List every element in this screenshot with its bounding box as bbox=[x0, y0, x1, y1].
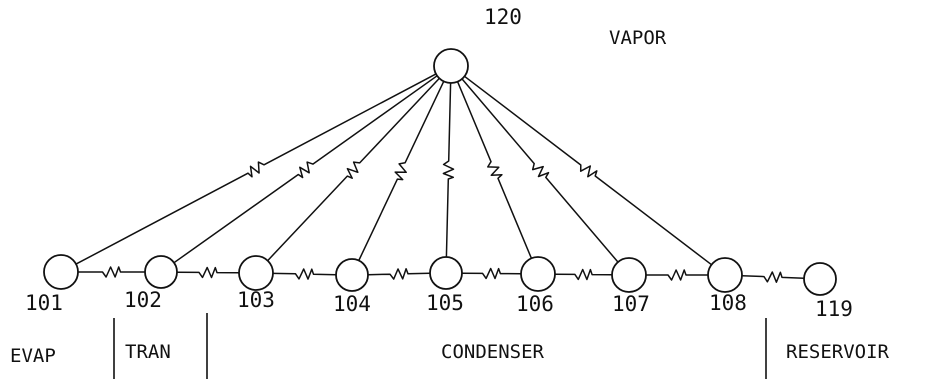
node-label-104: 104 bbox=[333, 292, 371, 316]
node-103 bbox=[238, 255, 274, 291]
node-label-103: 103 bbox=[237, 288, 275, 312]
resistor-links bbox=[75, 73, 805, 283]
vapor-node-label: 120 bbox=[484, 5, 522, 29]
nodes bbox=[43, 48, 837, 296]
node-label-108: 108 bbox=[709, 291, 747, 315]
resistor-link-v-n4 bbox=[358, 81, 445, 261]
vapor-label: VAPOR bbox=[609, 27, 667, 49]
resistor-link-v-n2 bbox=[173, 75, 438, 264]
node-label-101: 101 bbox=[25, 291, 63, 315]
section-label-tran: TRAN bbox=[125, 341, 171, 363]
node-107 bbox=[611, 257, 647, 293]
node-label-107: 107 bbox=[612, 292, 650, 316]
node-label-119: 119 bbox=[815, 297, 853, 321]
resistor-link-v-n3 bbox=[267, 77, 440, 262]
section-label-evap: EVAP bbox=[10, 345, 56, 367]
node-104 bbox=[335, 258, 369, 292]
resistor-link-v-n7 bbox=[461, 78, 619, 263]
node-101 bbox=[43, 254, 79, 290]
section-label-condenser: CONDENSER bbox=[441, 341, 545, 363]
resistor-link-v-n8 bbox=[464, 75, 712, 266]
node-label-102: 102 bbox=[124, 288, 162, 312]
resistor-link-v-n1 bbox=[75, 73, 437, 265]
resistor-link-n4-n5 bbox=[367, 268, 431, 280]
resistor-link-n1-n2 bbox=[78, 266, 145, 278]
resistor-link-n6-n7 bbox=[554, 268, 613, 281]
section-dividers bbox=[113, 313, 767, 379]
node-vapor bbox=[433, 48, 469, 84]
section-label-reservoir: RESERVOIR bbox=[786, 341, 890, 363]
resistor-link-v-n6 bbox=[456, 81, 533, 259]
resistor-link-n7-n8 bbox=[646, 269, 708, 281]
labels: 120 VAPOR 101 102 103 104 105 106 107 10… bbox=[10, 5, 890, 367]
resistor-link-n8-n9 bbox=[741, 271, 805, 283]
node-label-106: 106 bbox=[516, 292, 554, 316]
resistor-link-n2-n3 bbox=[176, 266, 240, 279]
resistor-link-n5-n6 bbox=[461, 267, 522, 280]
node-108 bbox=[707, 257, 743, 293]
node-105 bbox=[429, 256, 463, 290]
node-102 bbox=[144, 255, 178, 289]
resistor-link-v-n5 bbox=[442, 82, 455, 258]
node-label-105: 105 bbox=[426, 291, 464, 315]
node-106 bbox=[520, 256, 556, 292]
resistor-link-n3-n4 bbox=[272, 268, 337, 280]
node-119 bbox=[803, 262, 837, 296]
